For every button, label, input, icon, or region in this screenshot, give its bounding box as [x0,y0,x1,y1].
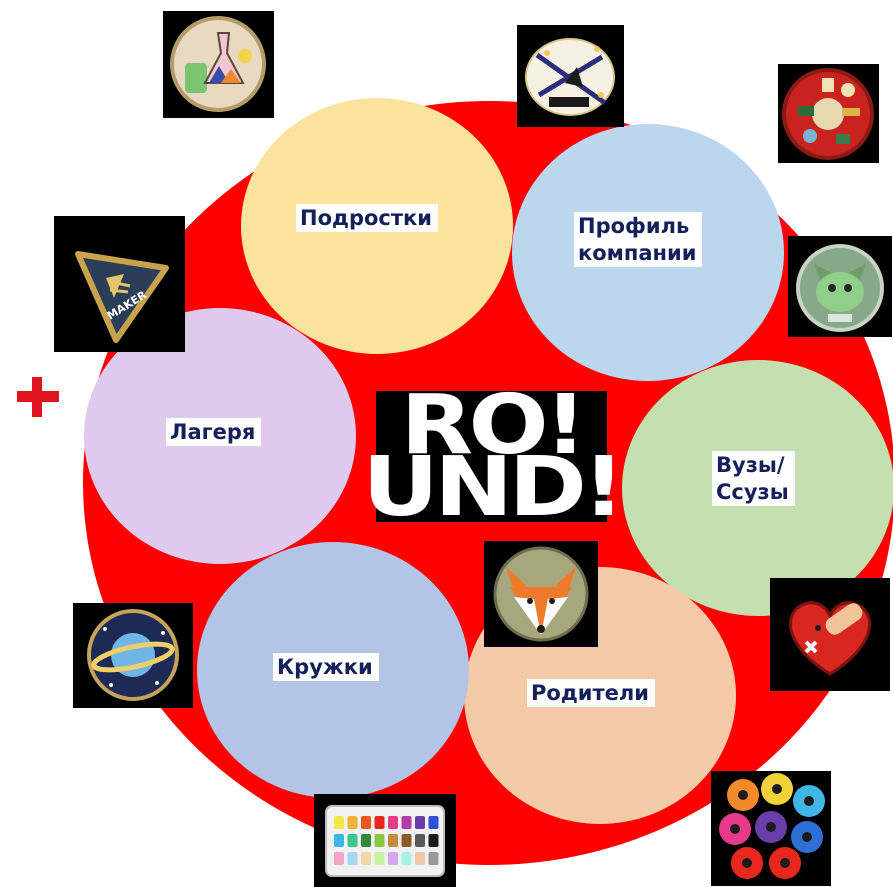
round-logo: RO! UND! [362,385,625,529]
paint-pan [401,852,412,865]
paint-pan [428,852,439,865]
paint-pan [334,834,344,847]
green-cat-patch-icon [788,236,892,337]
paint-pan [415,816,425,829]
segment-label-company: Профиль компании [574,212,703,267]
plus-icon-bar [17,391,59,402]
fox-face-patch-icon [484,541,598,647]
paint-pan [374,816,385,829]
paint-pan [401,834,412,847]
maker-triangle-pin-icon: MAKER [54,216,185,352]
paint-pan [347,834,358,847]
paint-pan [388,816,398,829]
paint-pan [428,834,439,847]
paint-pan [374,834,385,847]
paint-pan [415,852,425,865]
heart-bandage-patch-icon [770,578,890,691]
paint-pan [334,816,344,829]
paint-pan [334,852,344,865]
paint-pan [401,816,412,829]
paint-pan [361,852,371,865]
segment-label-clubs: Кружки [273,653,379,681]
paint-pan [361,834,371,847]
paint-pan [347,852,358,865]
paint-pan [428,816,439,829]
segment-label-teens: Подростки [296,204,439,232]
segment-label-camps: Лагеря [166,418,262,446]
paint-pan [347,816,358,829]
rocket-launch-patch-icon [517,25,624,127]
paint-pan [388,834,398,847]
logo-line-1: RO! [400,378,588,473]
saturn-planet-patch-icon [73,603,193,708]
watercolor-paint-set-icon [314,794,456,887]
logo-line-2: UND! [362,440,625,535]
segment-label-parents: Родители [527,679,656,707]
red-tools-patch-icon [778,64,879,163]
segment-label-universities: Вузы/ Ссузы [712,451,795,506]
paint-pan [361,816,371,829]
chemistry-flask-patch-icon [163,11,274,118]
paint-pan [388,852,398,865]
colored-thread-spools-icon [711,771,831,886]
paint-pan [374,852,385,865]
paint-pan [415,834,425,847]
